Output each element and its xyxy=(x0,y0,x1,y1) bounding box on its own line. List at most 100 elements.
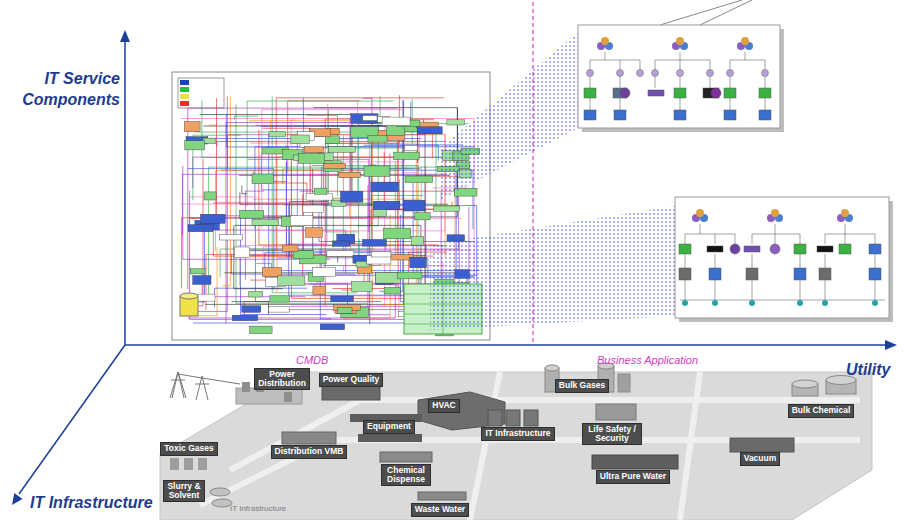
service-tree xyxy=(675,197,893,322)
network-box xyxy=(185,141,205,150)
network-line xyxy=(183,166,330,259)
network-line xyxy=(181,104,328,204)
network-line xyxy=(188,108,398,289)
network-line xyxy=(343,214,390,318)
network-box xyxy=(333,241,350,246)
network-line xyxy=(244,169,313,251)
network-box xyxy=(363,116,377,121)
utility-plate: HVAC xyxy=(428,399,459,412)
network-box xyxy=(415,213,430,220)
network-box xyxy=(372,252,391,257)
network-box xyxy=(320,324,344,330)
network-line xyxy=(289,205,407,295)
network-box xyxy=(304,147,323,153)
network-box xyxy=(306,228,323,238)
network-box xyxy=(362,239,386,246)
network-box xyxy=(364,166,390,177)
network-box xyxy=(282,245,298,251)
axes xyxy=(12,30,897,505)
network-line xyxy=(243,108,457,217)
network-line xyxy=(242,186,247,194)
network-line xyxy=(234,225,421,286)
network-box xyxy=(315,188,327,194)
network-line xyxy=(235,116,259,119)
network-box xyxy=(234,247,249,258)
network-line xyxy=(364,145,439,160)
axis-label: Utility xyxy=(846,359,890,380)
network-line xyxy=(309,284,347,306)
network-box xyxy=(313,286,326,295)
network-line xyxy=(269,133,446,231)
utility-plate: Slurry & Solvent xyxy=(163,480,205,502)
utility-plate: Vacuum xyxy=(740,452,781,465)
network-line xyxy=(182,174,446,235)
network-box xyxy=(368,135,387,142)
utility-plate: Waste Water xyxy=(411,503,469,516)
network-line xyxy=(202,274,305,297)
network-line xyxy=(188,169,274,290)
network-box xyxy=(339,172,361,178)
network-line xyxy=(226,123,381,324)
axis-label: IT Service Components xyxy=(8,68,120,110)
plate-text: Life Safety / Security xyxy=(586,425,638,443)
network-line xyxy=(248,159,369,232)
network-box xyxy=(190,269,205,274)
network-box xyxy=(351,114,378,124)
network-box xyxy=(299,153,325,163)
network-box xyxy=(250,326,272,334)
network-line xyxy=(213,101,357,202)
network-line xyxy=(262,128,310,203)
plate-text: HVAC xyxy=(432,401,455,410)
network-box xyxy=(410,257,427,268)
plate-text: Toxic Gases xyxy=(164,444,213,453)
network-line xyxy=(209,123,217,125)
network-line xyxy=(259,130,439,245)
plate-text: Chemical Dispense xyxy=(385,466,427,484)
network-box xyxy=(242,306,261,313)
zoom-fan xyxy=(440,32,578,200)
network-box xyxy=(270,296,290,302)
plate-text: Bulk Gases xyxy=(559,381,605,390)
network-line xyxy=(382,135,445,258)
network-line xyxy=(239,189,459,250)
network-line xyxy=(200,115,352,195)
network-line xyxy=(206,101,404,305)
network-box xyxy=(373,201,400,210)
network-box xyxy=(290,216,313,226)
network-box xyxy=(291,135,310,144)
network-box xyxy=(375,273,400,283)
plate-text: Power Quality xyxy=(323,375,380,384)
network-line xyxy=(215,230,346,273)
network-line xyxy=(221,170,473,229)
plate-text: Slurry & Solvent xyxy=(167,482,201,500)
network-box xyxy=(269,132,285,137)
network-box xyxy=(313,268,336,277)
network-box xyxy=(303,205,324,213)
network-line xyxy=(226,115,409,147)
network-box xyxy=(252,174,273,184)
network-box xyxy=(278,276,305,285)
plate-text: Vacuum xyxy=(744,454,777,463)
network-box xyxy=(327,251,354,257)
network-box xyxy=(328,147,355,153)
utility-plate: Bulk Gases xyxy=(555,379,609,392)
network-line xyxy=(213,133,297,216)
network-box xyxy=(447,120,465,125)
network-box xyxy=(293,251,314,259)
network-line xyxy=(215,288,308,307)
network-box xyxy=(184,122,200,132)
network-line xyxy=(209,167,458,299)
network-box xyxy=(417,127,442,134)
utility-plate: Chemical Dispense xyxy=(381,464,431,486)
area-label: IT Infrastructure xyxy=(230,504,286,513)
utility-plate: Bulk Chemical xyxy=(788,404,855,417)
network-box xyxy=(384,288,400,295)
network-line xyxy=(274,183,307,193)
network-line xyxy=(255,224,381,302)
network-box xyxy=(252,219,279,225)
network-box xyxy=(382,117,410,125)
network-line xyxy=(223,97,231,286)
network-line xyxy=(291,120,295,203)
network-box xyxy=(434,206,460,211)
